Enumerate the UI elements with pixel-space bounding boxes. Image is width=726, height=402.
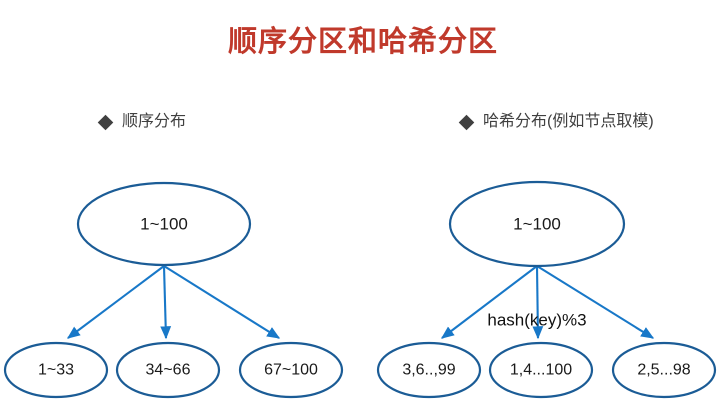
node-ellipse	[238, 341, 344, 399]
section-header-hash: 哈希分布(例如节点取模)	[458, 111, 654, 133]
edge-root-to-leaf-1	[66, 265, 165, 339]
node-ellipse	[376, 341, 482, 399]
node-label-leaf-3: 67~100	[264, 362, 318, 379]
node-ellipse	[448, 180, 626, 268]
node-root-sequential[interactable]: 1~100	[76, 181, 252, 267]
edge-root-to-leaf-3	[536, 265, 655, 339]
node-ellipse	[488, 341, 594, 399]
section-label-sequential: 顺序分布	[122, 113, 187, 130]
edge-root-to-leaf-3	[163, 265, 281, 339]
edges-sequential	[66, 265, 281, 340]
node-label-leaf-1: 1~33	[38, 362, 74, 379]
node-leaf-sequential-1[interactable]: 1~33	[3, 341, 109, 399]
tree-sequential: 1~100 1~33 34~66 67~100	[3, 181, 344, 399]
node-ellipse	[3, 341, 109, 399]
section-header-sequential: 顺序分布	[97, 111, 187, 133]
node-label-root-sequential: 1~100	[140, 215, 188, 234]
edge-root-to-leaf-1	[440, 265, 538, 339]
tree-hash: hash(key)%3 1~100 3,6..,99 1,4...100 2,5…	[376, 180, 717, 399]
node-label-leaf-2: 1,4...100	[510, 362, 572, 379]
node-ellipse	[76, 181, 252, 267]
node-label-leaf-3: 2,5...98	[637, 362, 690, 379]
node-leaf-sequential-3[interactable]: 67~100	[238, 341, 344, 399]
edge-root-to-leaf-2	[532, 265, 544, 340]
node-root-hash[interactable]: 1~100	[448, 180, 626, 268]
edge-label-hash-function: hash(key)%3	[487, 311, 586, 330]
edge-root-to-leaf-2	[160, 265, 172, 340]
node-leaf-hash-3[interactable]: 2,5...98	[611, 341, 717, 399]
node-leaf-hash-1[interactable]: 3,6..,99	[376, 341, 482, 399]
edges-hash	[440, 265, 655, 340]
node-label-leaf-2: 34~66	[146, 362, 191, 379]
node-label-leaf-1: 3,6..,99	[402, 362, 455, 379]
page-title: 顺序分区和哈希分区	[227, 26, 498, 58]
node-ellipse	[611, 341, 717, 399]
section-label-hash: 哈希分布(例如节点取模)	[483, 113, 654, 130]
node-leaf-hash-2[interactable]: 1,4...100	[488, 341, 594, 399]
node-ellipse	[115, 341, 221, 399]
node-leaf-sequential-2[interactable]: 34~66	[115, 341, 221, 399]
node-label-root-hash: 1~100	[513, 215, 561, 234]
